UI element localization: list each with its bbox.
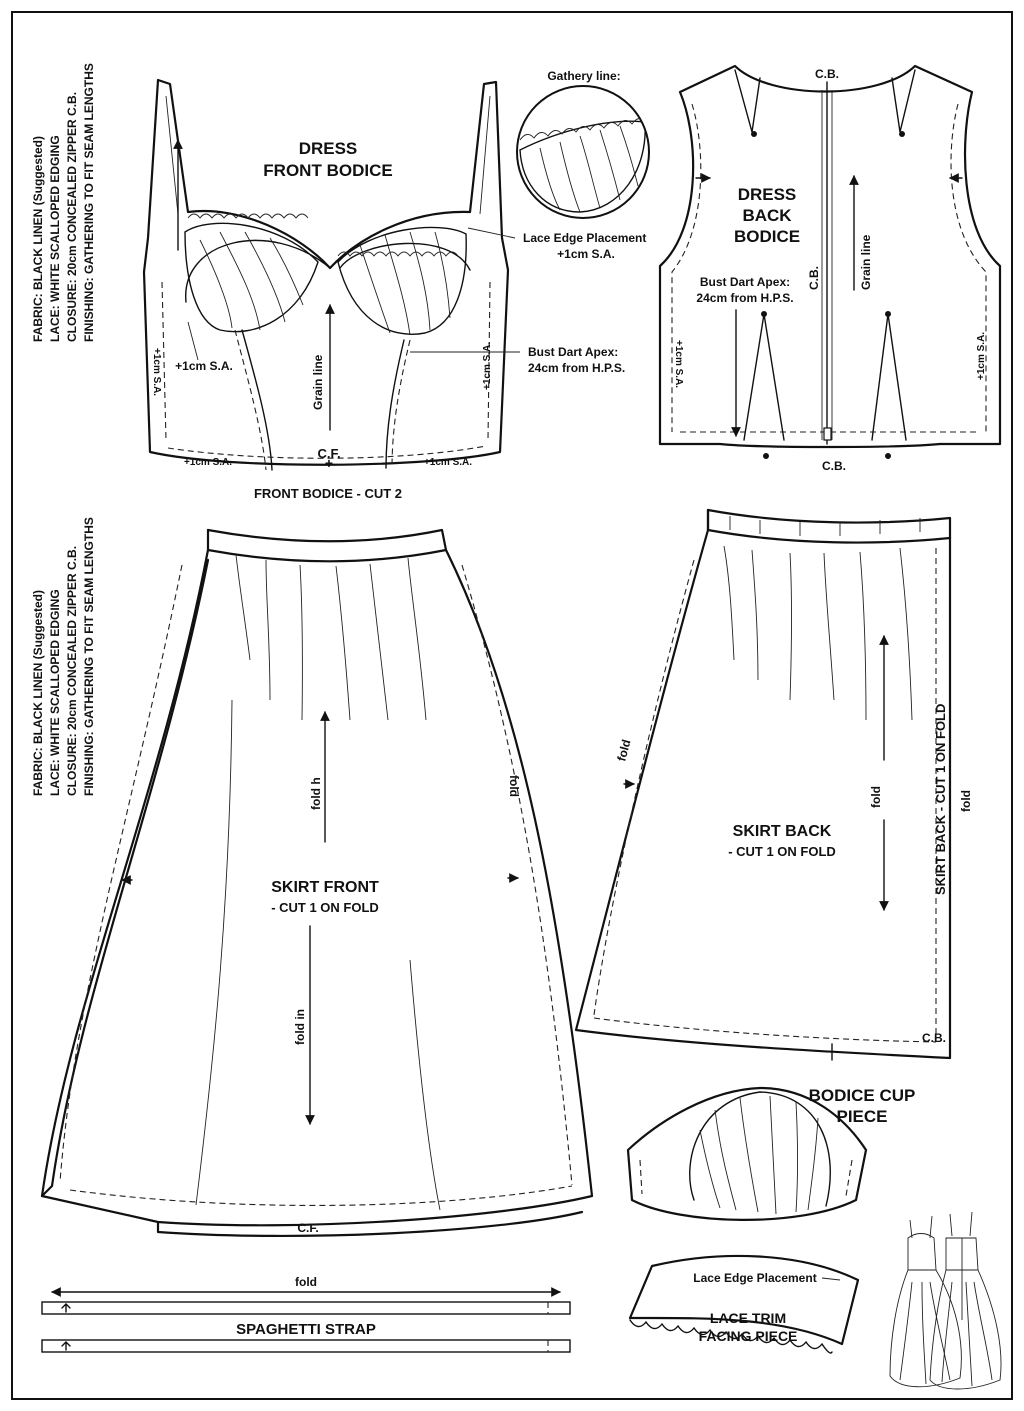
skirt-back-piece [574,508,952,1061]
note-bottom-closure: CLOSURE: 20cm CONCEALED ZIPPER C.B. [65,546,79,796]
note-bottom-finishing: FINISHING: GATHERING TO FIT SEAM LENGTHS [82,517,96,796]
strap-title: SPAGHETTI STRAP [236,1321,376,1338]
skirt-back-fold-left: fold [614,738,633,763]
back-title-3: BODICE [734,227,800,246]
bodice-cup-piece [626,1086,868,1221]
note-top-finishing: FINISHING: GATHERING TO FIT SEAM LENGTHS [82,63,96,342]
front-left-sa: +1cm S.A. [151,348,162,396]
back-dart-label-1: Bust Dart Apex: [700,275,790,289]
front-bottom-sa-left: +1cm S.A. [184,457,232,468]
gathery-detail-circle [516,85,650,219]
front-dart-label-1: Bust Dart Apex: [528,345,618,359]
skirt-back-cb: C.B. [922,1031,946,1045]
front-bodice-title-2: FRONT BODICE [263,161,392,180]
back-cb-top: C.B. [815,67,839,81]
gathery-label: Gathery line: [547,69,620,83]
lace-edge-sa: +1cm S.A. [557,247,615,261]
back-grain-label: Grain line [859,234,873,290]
front-inner-sa: +1cm S.A. [175,359,233,373]
lace-trim-piece [628,1254,860,1354]
skirt-back-fold-right: fold [959,790,973,812]
back-cb-side: C.B. [807,266,821,290]
right-cup [337,226,467,335]
note-bottom-fabric: FABRIC: BLACK LINEN (Suggested) [31,590,45,796]
lace-edge-label: Lace Edge Placement [523,231,646,245]
skirt-front-cf: C.F. [297,1221,318,1235]
cup-title-1: BODICE CUP [809,1086,916,1105]
spec-notes-top: FABRIC: BLACK LINEN (Suggested) LACE: WH… [31,63,96,342]
back-dart-label-2: 24cm from H.P.S. [696,291,793,305]
lace-placement-label: Lace Edge Placement [693,1271,816,1285]
skirt-front-title: SKIRT FRONT [271,879,379,896]
back-right-sa: +1cm S.A. [976,332,987,380]
skirt-front-fold-right: fold [507,775,521,797]
svg-text:+: + [325,455,333,471]
note-top-lace: LACE: WHITE SCALLOPED EDGING [48,135,62,342]
spaghetti-strap-piece [41,1287,571,1353]
front-grain-label: Grain line [311,354,325,410]
front-right-sa: +1cm S.A. [482,342,493,390]
skirt-front-cut: - CUT 1 ON FOLD [271,900,379,915]
skirt-back-cut: - CUT 1 ON FOLD [728,844,836,859]
back-cb-bottom: C.B. [822,459,846,473]
skirt-back-side-cut: SKIRT BACK - CUT 1 ON FOLD [933,704,948,895]
note-top-closure: CLOSURE: 20cm CONCEALED ZIPPER C.B. [65,92,79,342]
spec-notes-bottom: FABRIC: BLACK LINEN (Suggested) LACE: WH… [31,517,96,796]
back-title-2: BACK [742,206,792,225]
lace-title-1: LACE TRIM [710,1310,786,1326]
note-top-fabric: FABRIC: BLACK LINEN (Suggested) [31,136,45,342]
back-bodice-piece [658,64,1002,459]
lace-title-2: FACING PIECE [699,1328,798,1344]
front-bodice-title-1: DRESS [299,139,358,158]
skirt-back-title: SKIRT BACK [733,823,832,840]
dress-back-thumbnail [929,1211,1002,1390]
strap-fold-label: fold [295,1275,317,1289]
skirt-back-fold-center: fold [869,786,883,808]
back-left-sa: +1cm S.A. [673,340,684,388]
back-title-1: DRESS [738,185,797,204]
front-cut-label: FRONT BODICE - CUT 2 [254,486,402,501]
cup-title-2: PIECE [836,1107,887,1126]
skirt-front-fold-in: fold in [293,1009,307,1045]
front-bodice-piece: + [142,78,510,471]
page-border [11,11,1013,1400]
skirt-front-piece [40,528,594,1238]
left-cup [184,222,319,333]
note-bottom-lace: LACE: WHITE SCALLOPED EDGING [48,589,62,796]
front-dart-label-2: 24cm from H.P.S. [528,361,625,375]
front-cf-label: C.F. [317,446,340,461]
skirt-front-fold-h: fold h [309,777,323,810]
front-bottom-sa-right: +1cm S.A. [424,457,472,468]
dress-front-thumbnail [889,1215,962,1388]
